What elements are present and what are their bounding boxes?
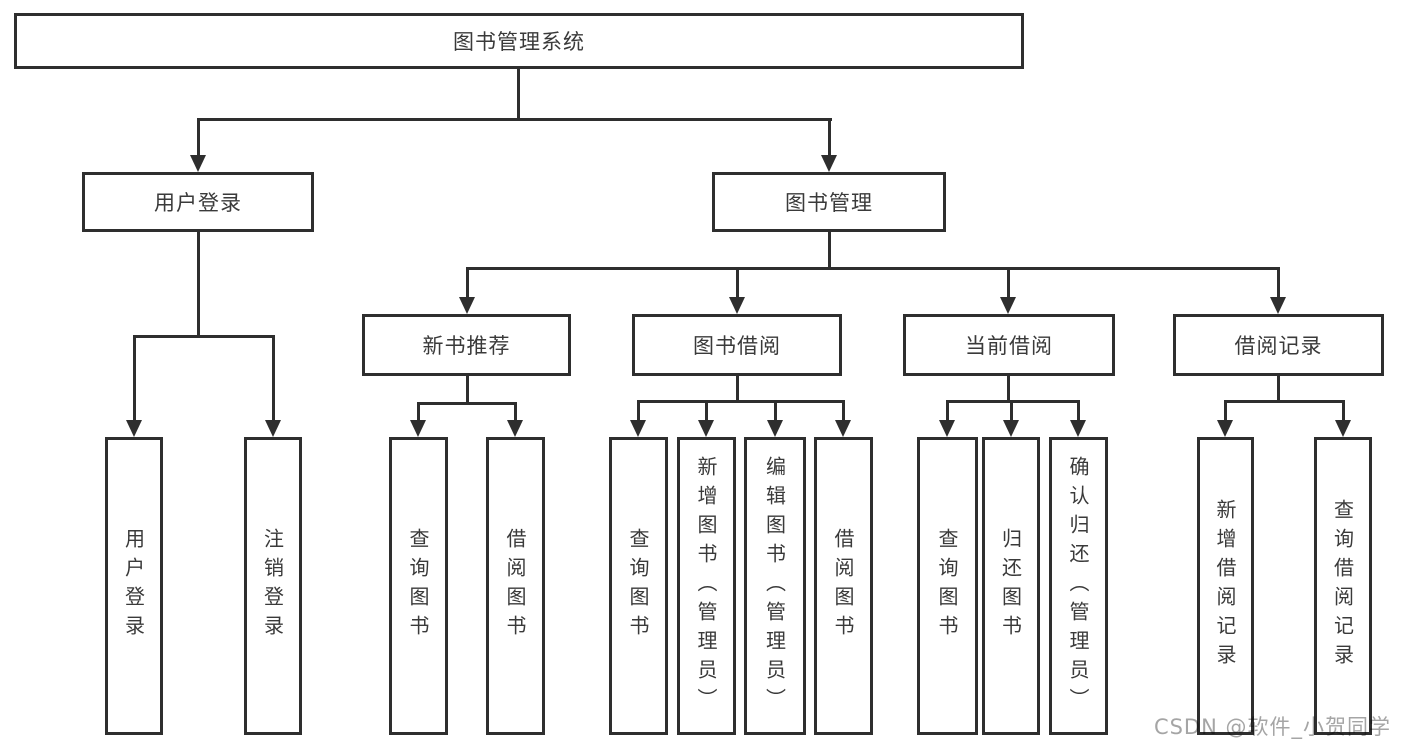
connector-line [197,118,832,121]
node-query-books-recommend: 查询图书 [389,437,448,735]
connector-line [1277,267,1280,299]
arrow-down-icon [1070,420,1086,437]
connector-line [637,400,845,403]
connector-line [514,402,517,422]
node-query-books-borrow: 查询图书 [609,437,668,735]
connector-line [828,232,831,270]
arrow-down-icon [459,297,475,314]
connector-line [417,402,420,422]
arrow-down-icon [698,420,714,437]
arrow-down-icon [1003,420,1019,437]
node-book-borrowing: 图书借阅 [632,314,842,376]
connector-line [517,69,520,120]
node-add-borrow-record-label: 新增借阅记录 [1213,499,1237,673]
connector-line [842,400,845,422]
connector-line [133,335,275,338]
node-query-borrow-record-label: 查询借阅记录 [1330,499,1355,673]
arrow-down-icon [1335,420,1351,437]
connector-line [466,267,1280,270]
connector-line [1224,400,1227,422]
node-add-books-admin-label: 新增图书（管理员） [694,455,718,717]
arrow-down-icon [630,420,646,437]
arrow-down-icon [190,155,206,172]
arrow-down-icon [507,420,523,437]
node-borrow-books-label: 借阅图书 [831,528,855,644]
connector-line [637,400,640,422]
arrow-down-icon [1000,297,1016,314]
connector-line [197,232,200,337]
connector-line [946,400,949,422]
arrow-down-icon [729,297,745,314]
node-query-borrow-record: 查询借阅记录 [1314,437,1372,735]
node-return-books: 归还图书 [982,437,1040,735]
connector-line [197,118,200,156]
connector-line [466,267,469,299]
arrow-down-icon [410,420,426,437]
node-return-books-label: 归还图书 [998,528,1023,644]
connector-line [1007,376,1010,402]
connector-line [1342,400,1345,422]
node-new-book-recommend: 新书推荐 [362,314,571,376]
node-query-books-current-label: 查询图书 [935,528,959,644]
node-current-borrowing-label: 当前借阅 [965,334,1053,358]
arrow-down-icon [126,420,142,437]
arrow-down-icon [821,155,837,172]
node-logout-action-label: 注销登录 [260,528,285,644]
node-edit-books-admin: 编辑图书（管理员） [744,437,806,735]
connector-line [774,400,777,422]
connector-line [736,267,739,299]
node-borrowing-records-label: 借阅记录 [1234,334,1323,358]
node-borrow-books: 借阅图书 [814,437,873,735]
connector-line [1010,400,1013,422]
arrow-down-icon [835,420,851,437]
node-library-system: 图书管理系统 [14,13,1024,69]
arrow-down-icon [939,420,955,437]
connector-line [1077,400,1080,422]
connector-line [828,118,831,156]
node-user-login-label: 用户登录 [154,191,242,215]
node-query-books-current: 查询图书 [917,437,978,735]
node-new-book-recommend-label: 新书推荐 [422,334,511,358]
node-current-borrowing: 当前借阅 [903,314,1115,376]
arrow-down-icon [767,420,783,437]
connector-line [133,335,136,421]
node-add-borrow-record: 新增借阅记录 [1197,437,1254,735]
node-borrow-books-recommend-label: 借阅图书 [503,528,527,644]
node-confirm-return-admin: 确认归还（管理员） [1049,437,1108,735]
connector-line [272,335,275,421]
connector-line [1007,267,1010,299]
node-user-login-action: 用户登录 [105,437,163,735]
arrow-down-icon [1270,297,1286,314]
connector-line [705,400,708,422]
node-query-books-recommend-label: 查询图书 [406,528,430,644]
node-add-books-admin: 新增图书（管理员） [677,437,736,735]
node-borrow-books-recommend: 借阅图书 [486,437,545,735]
node-book-borrowing-label: 图书借阅 [693,334,781,358]
connector-line [1224,400,1344,403]
node-book-management-label: 图书管理 [785,191,873,215]
node-edit-books-admin-label: 编辑图书（管理员） [762,455,787,717]
connector-line [1277,376,1280,402]
connector-line [736,376,739,402]
node-query-books-borrow-label: 查询图书 [626,528,650,644]
arrow-down-icon [1217,420,1233,437]
connector-line [466,376,469,404]
arrow-down-icon [265,420,281,437]
node-book-management: 图书管理 [712,172,946,232]
connector-line [417,402,517,405]
node-logout-action: 注销登录 [244,437,302,735]
node-user-login-action-label: 用户登录 [121,528,146,644]
node-confirm-return-admin-label: 确认归还（管理员） [1066,455,1090,717]
node-borrowing-records: 借阅记录 [1173,314,1384,376]
watermark: CSDN @软件_小贺同学 [1153,715,1391,739]
node-user-login: 用户登录 [82,172,314,232]
node-library-system-label: 图书管理系统 [453,30,585,54]
